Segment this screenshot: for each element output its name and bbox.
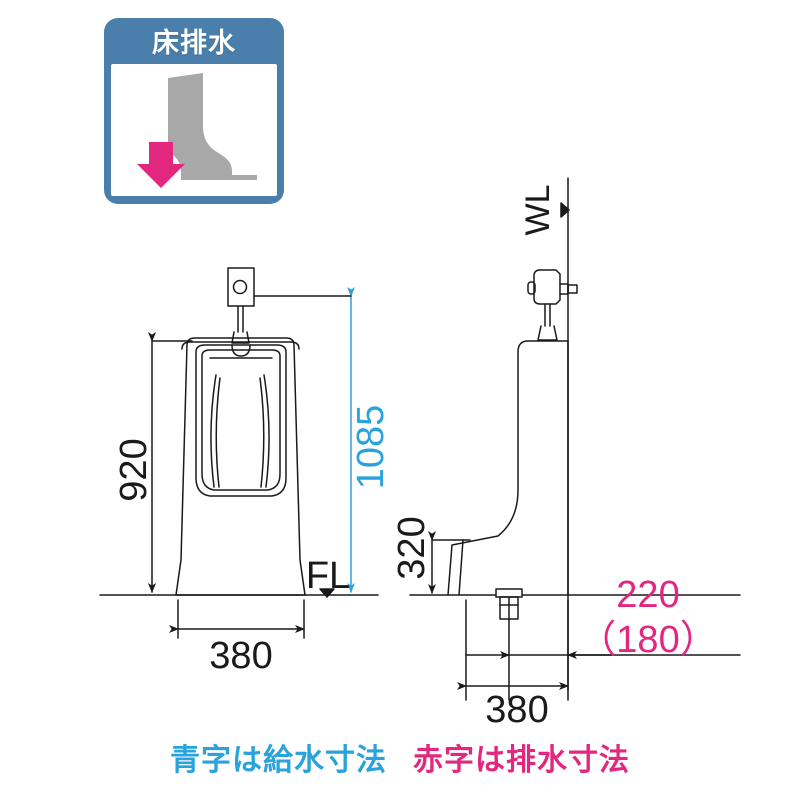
dim-label-320: 320 (391, 516, 433, 579)
urinal-inner-curve-right-a (263, 374, 270, 488)
dim-label-220: 220 (616, 574, 679, 616)
urinal-inner-curve-left-b (215, 377, 221, 488)
urinal-bowl-inner (201, 349, 281, 491)
dim-320 (428, 531, 471, 594)
urinal-side-back-edge (458, 539, 464, 596)
front-view-group (99, 267, 379, 639)
dim-label-920: 920 (113, 438, 155, 501)
fl-marker-triangle-icon (319, 588, 335, 598)
wl-marker-triangle-icon (560, 202, 570, 218)
dim-1085 (253, 287, 355, 593)
marker-label-wl: WL (519, 185, 557, 236)
side-valve-wall-connector (559, 283, 569, 295)
urinal-inner-curve-right-b (259, 377, 265, 488)
dim-380-side (457, 599, 569, 701)
drain-flange (495, 588, 523, 598)
side-valve-spud (537, 325, 558, 341)
side-view-group (409, 177, 741, 701)
drain-direction-arrow (137, 142, 185, 188)
front-flush-valve (227, 267, 255, 344)
dim-380-front (169, 599, 305, 639)
fixture-silhouette (168, 73, 232, 180)
side-valve-wall-nut (567, 284, 578, 294)
drain-outlet-fitting (495, 588, 523, 620)
legend-red-text: 赤字は排水寸法 (413, 743, 630, 778)
badge-pictogram-panel (111, 64, 277, 196)
side-valve-sensor-icon (527, 281, 536, 295)
flush-valve-body (227, 267, 255, 307)
urinal-inlet-bump (231, 344, 251, 357)
dim-label-380-front: 380 (209, 635, 272, 677)
dim-label-1085: 1085 (350, 405, 392, 490)
flush-valve-sensor-icon (232, 279, 248, 295)
legend-blue-text: 青字は給水寸法 (170, 743, 387, 778)
side-flush-valve (527, 269, 578, 341)
floor-drain-badge: 床排水 (104, 18, 284, 204)
urinal-bowl-outer (195, 344, 287, 497)
fixture-foot (229, 175, 257, 180)
dim-920 (148, 332, 193, 593)
urinal-inner-curve-left-a (210, 374, 217, 488)
badge-title: 床排水 (152, 28, 236, 59)
legend-caption: 青字は給水寸法赤字は排水寸法 (0, 735, 800, 779)
dim-label-180: （180） (578, 619, 717, 661)
side-valve-stem (544, 303, 551, 327)
floor-drain-pictogram (137, 73, 257, 188)
urinal-side-profile (447, 340, 569, 596)
drain-socket-cross (499, 596, 519, 620)
flush-valve-stem (237, 305, 244, 333)
side-flush-valve-body (533, 269, 561, 305)
dim-label-380-side: 380 (485, 689, 548, 731)
urinal-rim-outline (181, 341, 300, 350)
marker-label-fl: FL (306, 555, 350, 597)
